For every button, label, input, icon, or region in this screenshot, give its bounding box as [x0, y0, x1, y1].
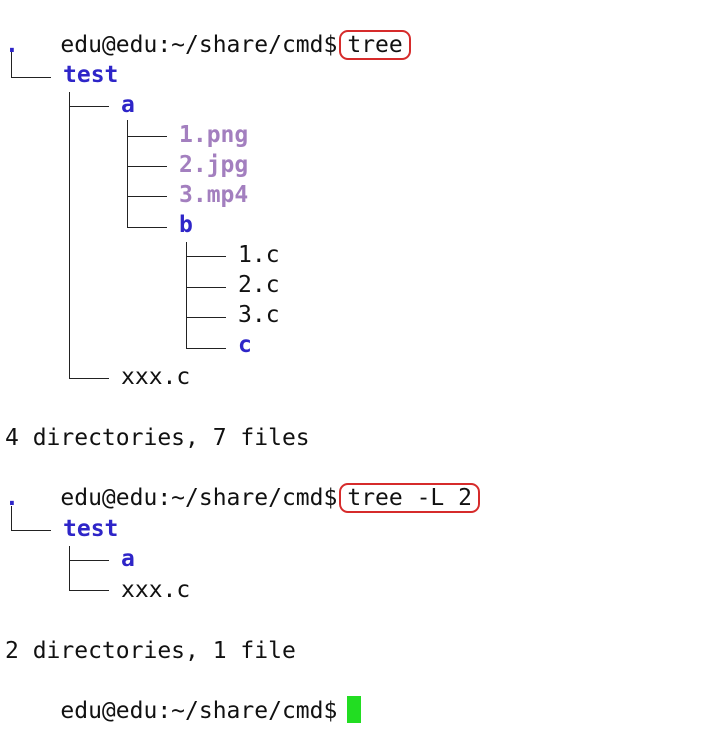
- dir-test-2: test: [63, 516, 119, 542]
- file-xxx-c: xxx.c: [121, 364, 191, 390]
- tree-root-2: .: [5, 485, 19, 511]
- prompt: edu@edu:~/share/cmd$: [60, 485, 338, 511]
- prompt-line-3[interactable]: edu@edu:~/share/cmd$: [5, 666, 362, 724]
- prompt: edu@edu:~/share/cmd$: [60, 698, 338, 724]
- summary-line-2: 2 directories, 1 file: [5, 638, 296, 664]
- prompt: edu@edu:~/share/cmd$: [60, 32, 338, 58]
- prompt-line-1: edu@edu:~/share/cmd$tree: [5, 0, 411, 60]
- dir-a-2: a: [121, 546, 135, 572]
- file-3-mp4: 3.mp4: [179, 182, 249, 208]
- command-highlight-tree: tree: [339, 30, 411, 60]
- command-highlight-tree-l2: tree -L 2: [339, 483, 480, 513]
- dir-b: b: [179, 212, 193, 238]
- prompt-line-2: edu@edu:~/share/cmd$tree -L 2: [5, 453, 480, 513]
- dir-a: a: [121, 92, 135, 118]
- file-2-c: 2.c: [238, 272, 280, 298]
- file-1-c: 1.c: [238, 242, 280, 268]
- file-3-c: 3.c: [238, 302, 280, 328]
- file-xxx-c-2: xxx.c: [121, 577, 191, 603]
- file-2-jpg: 2.jpg: [179, 152, 249, 178]
- dir-test: test: [63, 62, 119, 88]
- tree-root: .: [5, 32, 19, 58]
- terminal-window[interactable]: edu@edu:~/share/cmd$tree . test a 1.png …: [0, 0, 701, 724]
- dir-c: c: [238, 332, 252, 358]
- file-1-png: 1.png: [179, 122, 249, 148]
- cursor-block[interactable]: [347, 696, 362, 723]
- summary-line-1: 4 directories, 7 files: [5, 425, 310, 451]
